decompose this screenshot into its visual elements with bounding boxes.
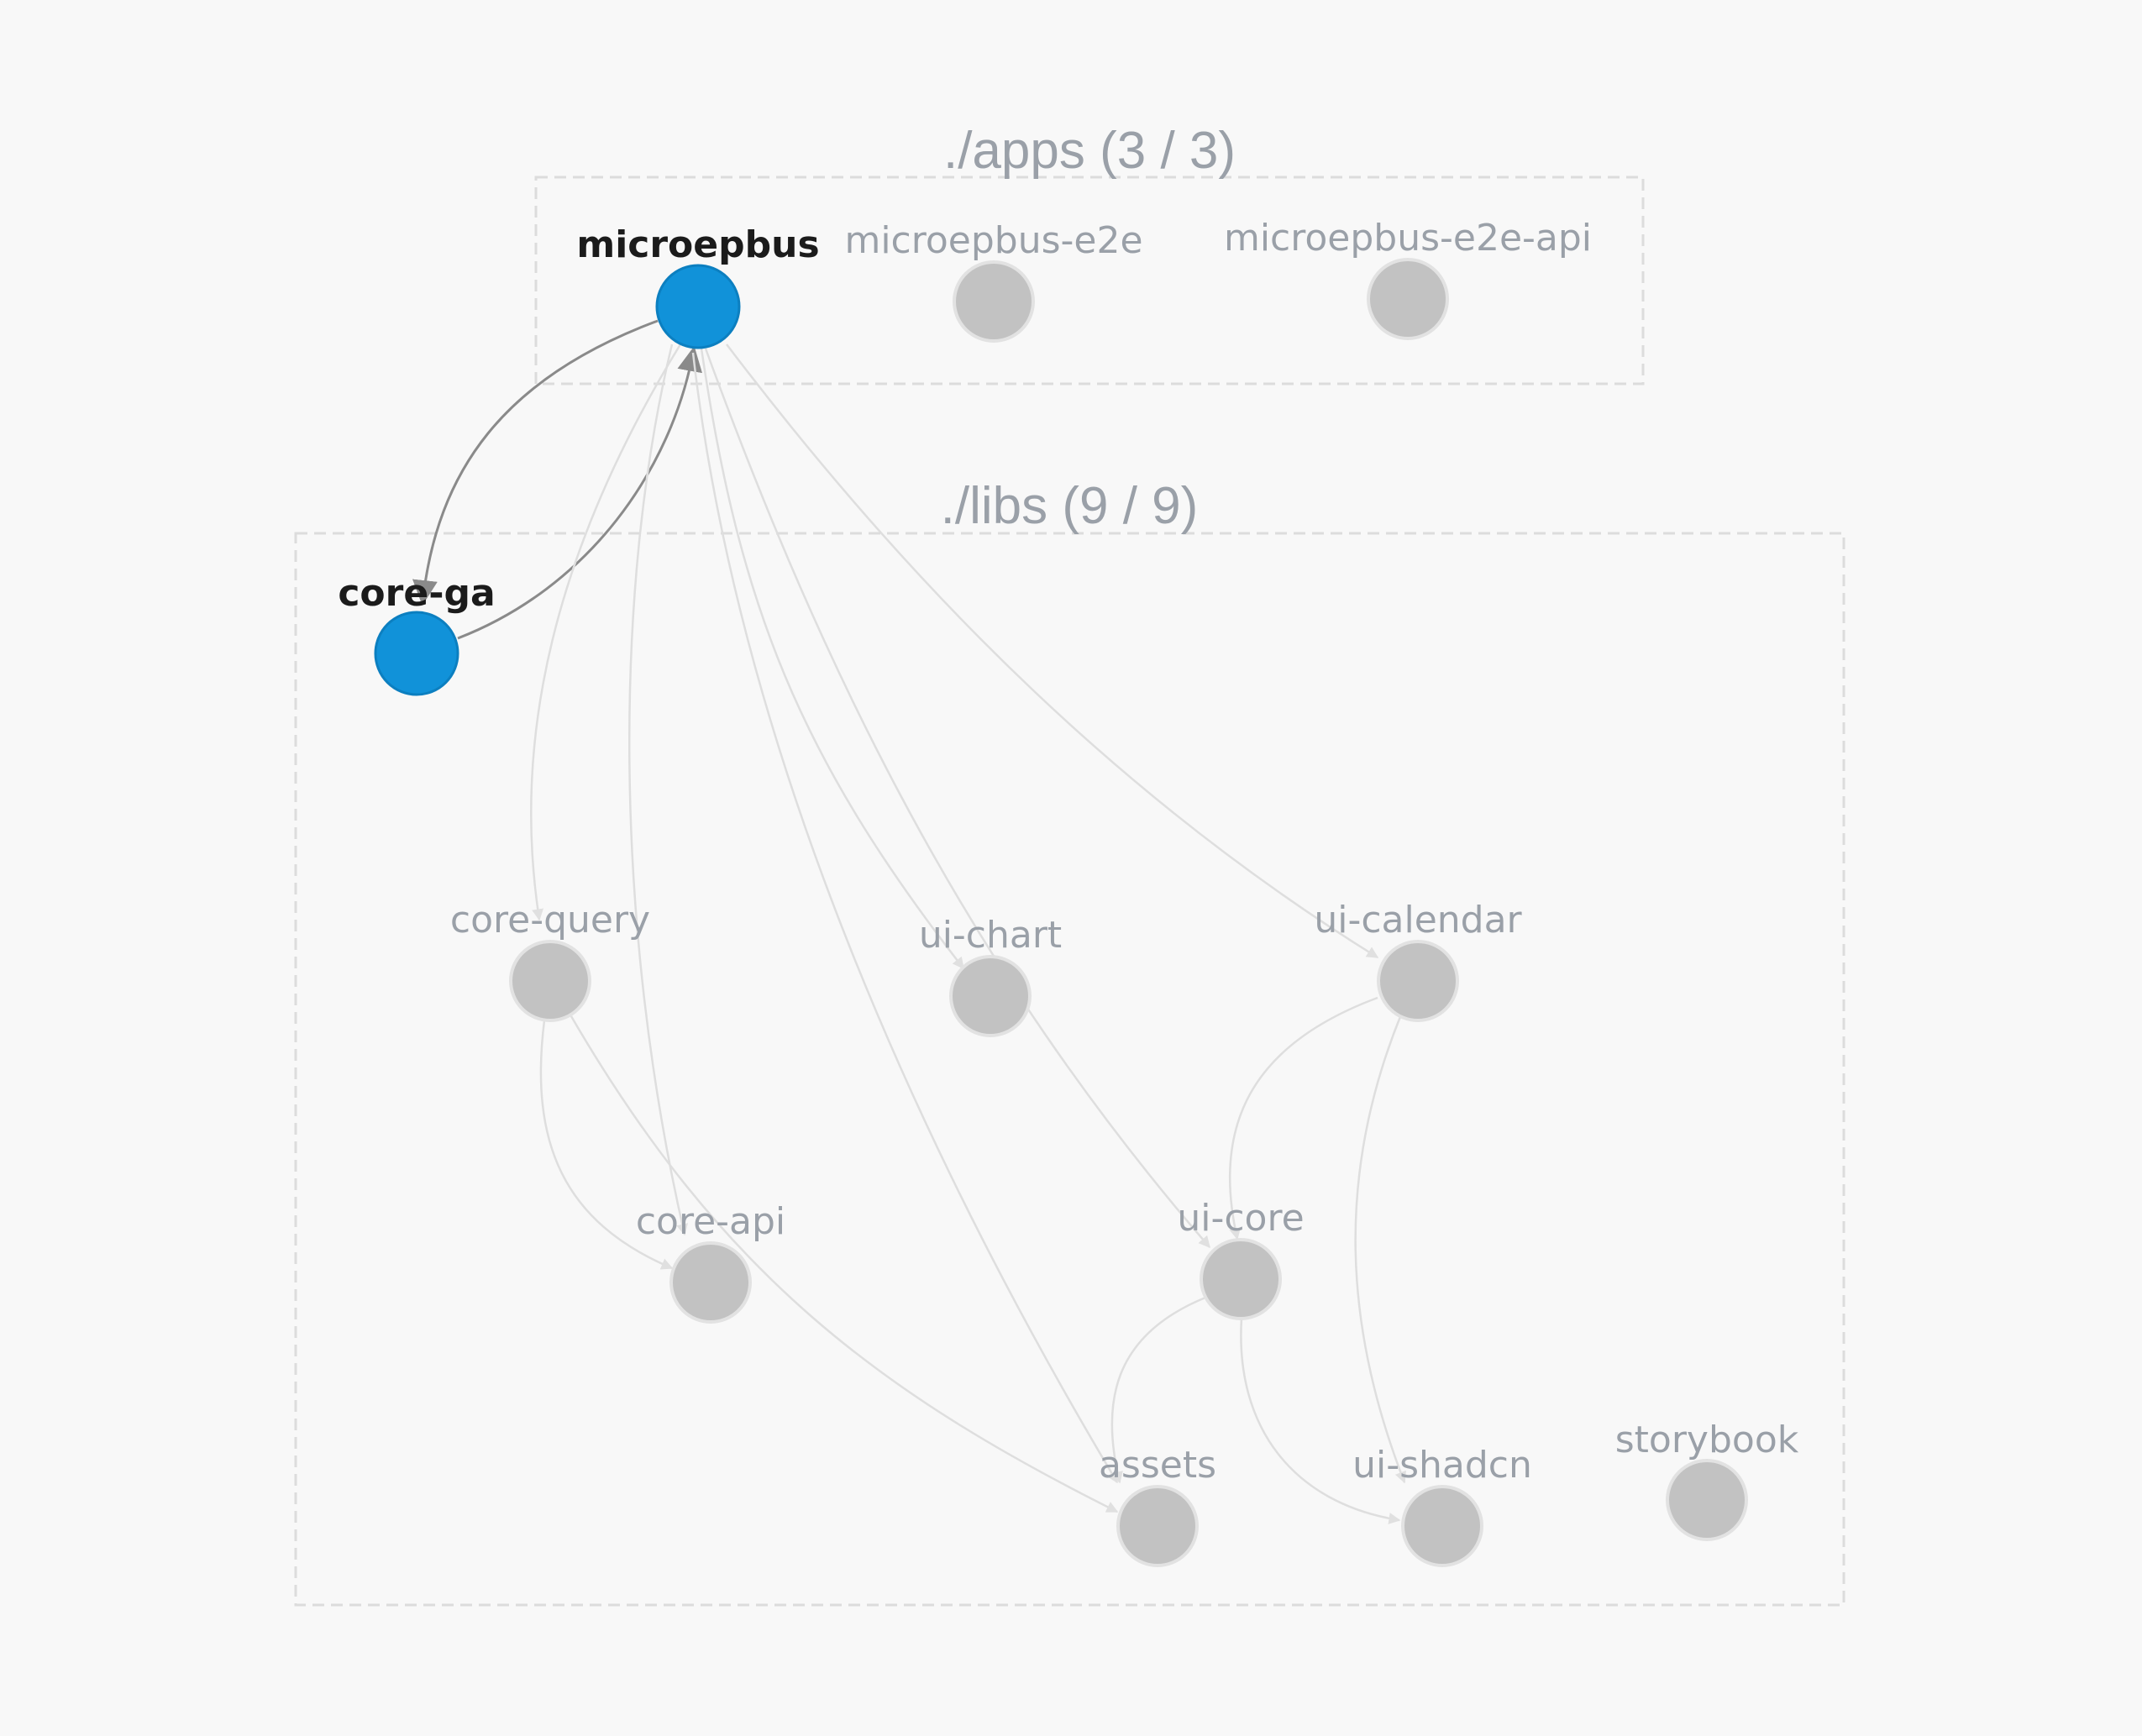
node-label-core-api: core-api [636,1200,785,1243]
node-circle-core-api[interactable] [669,1241,752,1324]
group-label-apps[interactable]: ./apps (3 / 3) [943,122,1236,180]
node-circle-ui-core[interactable] [1200,1238,1282,1320]
edge-microepbus-ui-calendar[interactable] [726,344,1379,959]
node-label-assets: assets [1099,1444,1216,1487]
node-circle-assets[interactable] [1116,1485,1199,1567]
node-label-ui-shadcn: ui-shadcn [1352,1444,1532,1487]
edge-core-ga-microepbus[interactable] [457,346,702,640]
node-assets[interactable]: assets [1099,1444,1216,1567]
group-label-libs[interactable]: ./libs (9 / 9) [941,477,1199,535]
edge-microepbus-ui-core[interactable] [704,348,1210,1249]
edge-microepbus-ui-chart[interactable] [700,348,964,970]
group-box-apps [534,176,1645,385]
node-label-microepbus: microepbus [576,223,819,266]
edge-microepbus-core-query[interactable] [530,344,682,921]
edge-ui-calendar-ui-core[interactable] [1228,996,1378,1240]
edges-layer [412,319,1406,1524]
node-core-ga[interactable]: core-ga [338,572,496,696]
node-circle-ui-chart[interactable] [949,955,1032,1037]
edge-microepbus-core-ga[interactable] [412,319,659,606]
node-label-ui-calendar: ui-calendar [1314,899,1522,941]
node-ui-chart[interactable]: ui-chart [919,914,1062,1037]
edge-ui-core-assets[interactable] [1110,1296,1206,1484]
node-circle-microepbus[interactable] [655,264,741,349]
edge-core-query-core-api[interactable] [539,1020,674,1270]
node-circle-ui-shadcn[interactable] [1401,1485,1483,1567]
node-label-ui-chart: ui-chart [919,914,1062,957]
node-storybook[interactable]: storybook [1615,1419,1799,1541]
node-core-query[interactable]: core-query [450,899,650,1022]
node-label-storybook: storybook [1615,1419,1799,1461]
node-label-core-query: core-query [450,899,650,941]
edge-microepbus-assets[interactable] [691,352,1119,1484]
node-core-api[interactable]: core-api [636,1200,785,1324]
edge-microepbus-core-api[interactable] [628,344,689,1236]
node-microepbus-e2e[interactable]: microepbus-e2e [844,219,1143,343]
edge-core-query-assets[interactable] [570,1015,1119,1513]
node-circle-microepbus-e2e[interactable] [953,260,1035,343]
node-label-microepbus-e2e: microepbus-e2e [844,219,1142,262]
node-circle-storybook[interactable] [1666,1459,1748,1541]
node-ui-shadcn[interactable]: ui-shadcn [1352,1444,1532,1567]
node-label-microepbus-e2e-api: microepbus-e2e-api [1224,217,1592,260]
node-circle-microepbus-e2e-api[interactable] [1367,258,1449,340]
edge-ui-calendar-ui-shadcn[interactable] [1354,1014,1406,1484]
edge-ui-core-ui-shadcn[interactable] [1240,1318,1401,1524]
node-circle-core-ga[interactable] [374,611,459,696]
node-ui-core[interactable]: ui-core [1177,1197,1305,1320]
node-label-ui-core: ui-core [1177,1197,1304,1240]
node-microepbus[interactable]: microepbus [576,223,820,349]
node-label-core-ga: core-ga [338,572,495,615]
node-circle-core-query[interactable] [509,940,591,1022]
group-box-libs [294,532,1845,1607]
node-circle-ui-calendar[interactable] [1377,940,1459,1022]
node-ui-calendar[interactable]: ui-calendar [1314,899,1523,1022]
node-microepbus-e2e-api[interactable]: microepbus-e2e-api [1224,217,1592,340]
